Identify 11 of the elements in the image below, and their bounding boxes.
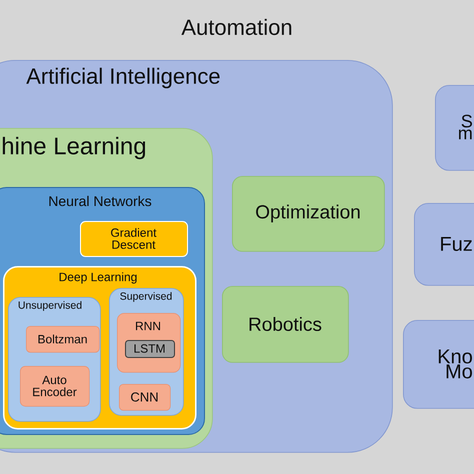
heading: Automation xyxy=(181,18,292,36)
topic-box: Boltzman xyxy=(26,326,100,353)
topic-box: Auto Encoder xyxy=(20,366,90,407)
topic-box: CNN xyxy=(119,384,171,411)
topic-box: LSTM xyxy=(125,340,175,358)
topic-box: Gradient Descent xyxy=(80,221,188,257)
topic-box: Kno Mo xyxy=(403,320,474,409)
topic-box: Optimization xyxy=(232,176,385,252)
topic-box: S m xyxy=(435,85,474,171)
topic-box: Fuz xyxy=(414,203,474,286)
topic-box: Robotics xyxy=(222,286,349,363)
